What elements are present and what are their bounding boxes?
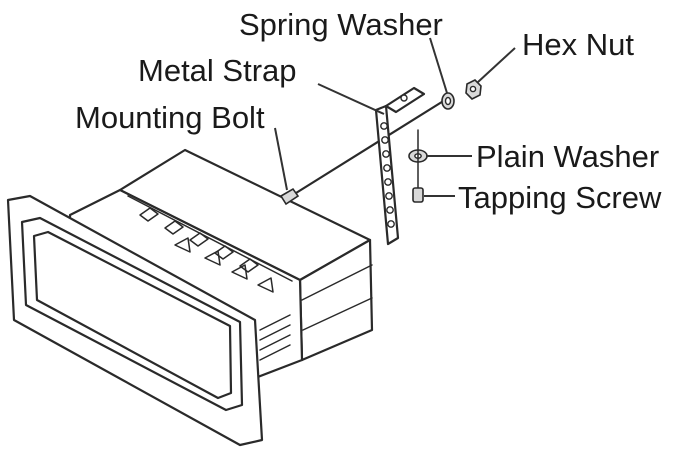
sleeve-tabs — [139, 207, 291, 361]
label-spring-washer: Spring Washer — [239, 7, 443, 42]
leader-spring-washer — [429, 37, 448, 94]
leader-mounting-bolt — [274, 127, 288, 191]
leader-hex-nut — [477, 47, 516, 83]
bolt-shaft-guide — [286, 98, 447, 200]
mounting-bolt — [279, 98, 447, 206]
strap-holes — [380, 94, 408, 228]
mounting-bolt-head — [279, 187, 300, 206]
sleeve-inner-edge — [127, 195, 293, 282]
leader-metal-strap — [317, 83, 385, 115]
label-hex-nut: Hex Nut — [522, 27, 634, 62]
sleeve-side-line — [301, 264, 373, 301]
spring-washer — [441, 92, 455, 110]
label-mounting-bolt: Mounting Bolt — [75, 100, 265, 135]
trim-frame — [6, 194, 264, 447]
leader-lines — [274, 37, 516, 197]
metal-strap — [374, 86, 426, 246]
label-tapping-screw: Tapping Screw — [458, 180, 662, 215]
hex-nut — [465, 79, 482, 100]
label-plain-washer: Plain Washer — [476, 139, 659, 174]
trim-window — [32, 230, 233, 400]
label-metal-strap: Metal Strap — [138, 53, 297, 88]
sleeve-side-line-2 — [302, 297, 373, 331]
tapping-screw — [412, 129, 424, 203]
